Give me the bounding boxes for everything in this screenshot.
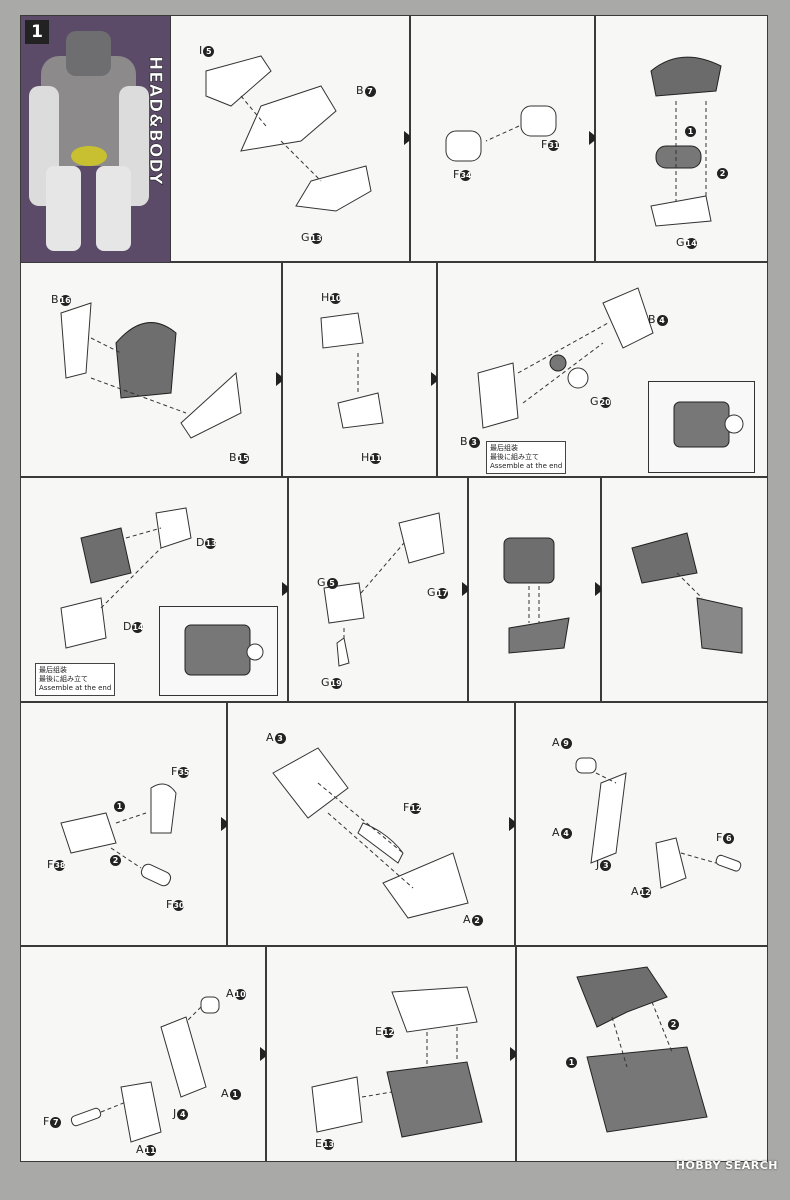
flow-arrow [509,817,518,831]
label-B16: B16 [51,293,71,306]
flow-arrow [595,582,604,596]
flow-arrow [282,582,291,596]
diagram-a9-a4-j3-f6-a12 [575,757,742,889]
order-mark-2: 2 [109,853,121,866]
diagram-f35-f38-f30 [60,783,177,887]
label-A10: A10 [226,987,246,1000]
panel-2a: B16 B15 [20,262,282,477]
order-mark-1: 1 [113,799,125,812]
label-F12: F12 [403,801,422,814]
label-F30: F30 [166,898,185,911]
label-D13: D13 [196,536,217,549]
label-B15: B15 [229,451,249,464]
diagram-a3-f12-a2 [272,747,469,919]
section-title: HEAD&BODY [145,56,166,186]
section-banner: 1 HEAD&BODY [21,16,171,263]
flow-arrow [431,372,440,386]
label-E13: E13 [315,1137,335,1150]
label-F35: F35 [171,765,190,778]
label-G14: G14 [676,236,697,249]
diagram-d13-d14 [60,507,192,649]
panel-5c: 1 2 [516,946,768,1162]
flow-arrow [276,372,285,386]
diagram-final-body [576,966,708,1133]
diagram-g5-g17-g19 [323,512,445,667]
label-G13: G13 [301,231,322,244]
panel-2b: H10 H11 [282,262,437,477]
label-H10: H10 [321,291,342,304]
flow-arrow [221,817,230,831]
order-mark-2: 2 [716,166,728,179]
order-mark-1: 1 [684,124,696,137]
inset-assembled-view [648,381,755,473]
label-H11: H11 [361,451,382,464]
diagram-e12-e13 [311,986,483,1138]
watermark: HOBBY SEARCH [675,1159,778,1172]
label-D14: D14 [123,620,144,633]
panel-1d: 1 2 G14 [595,15,768,262]
diagram-h10-h11 [320,312,384,429]
panel-1c: F31 F34 [410,15,595,262]
panel-3c [468,477,601,702]
label-F38: F38 [47,858,66,871]
label-A12: A12 [631,885,651,898]
flow-arrow [462,582,471,596]
label-F34: F34 [453,168,472,181]
label-F31: F31 [541,138,560,151]
label-G20: G20 [590,395,611,408]
diagram-a10-a1-j4-f7-a11 [70,996,220,1143]
flow-arrow [260,1047,269,1061]
order-mark-2: 2 [667,1017,679,1030]
flow-arrow [510,1047,519,1061]
panel-head-body-intro: 1 HEAD&BODY [20,15,171,263]
inset-assembled-view [159,606,278,696]
order-mark-1: 1 [565,1055,577,1068]
label-G19: G19 [321,676,342,689]
robot-silhouette [29,31,149,251]
diagram-head-attach [631,532,743,654]
diagram-b16-b15 [60,302,242,439]
step-number: 1 [25,20,49,44]
flow-arrow [404,131,413,145]
flow-arrow [589,131,598,145]
diagram-g14-head [650,56,722,227]
diagram-b4-g20-b3 [477,287,654,429]
diagram-assembly-step [503,537,570,654]
diagram-f31-f34 [445,105,557,162]
label-A11: A11 [136,1143,156,1156]
panel-4a: 1 2 F35 F38 F30 [20,702,227,946]
diagram-i5-b7-g13 [205,55,372,212]
panel-5b: E12 E13 [266,946,516,1162]
panel-3d [601,477,768,702]
label-G17: G17 [427,586,448,599]
label-E12: E12 [375,1025,395,1038]
